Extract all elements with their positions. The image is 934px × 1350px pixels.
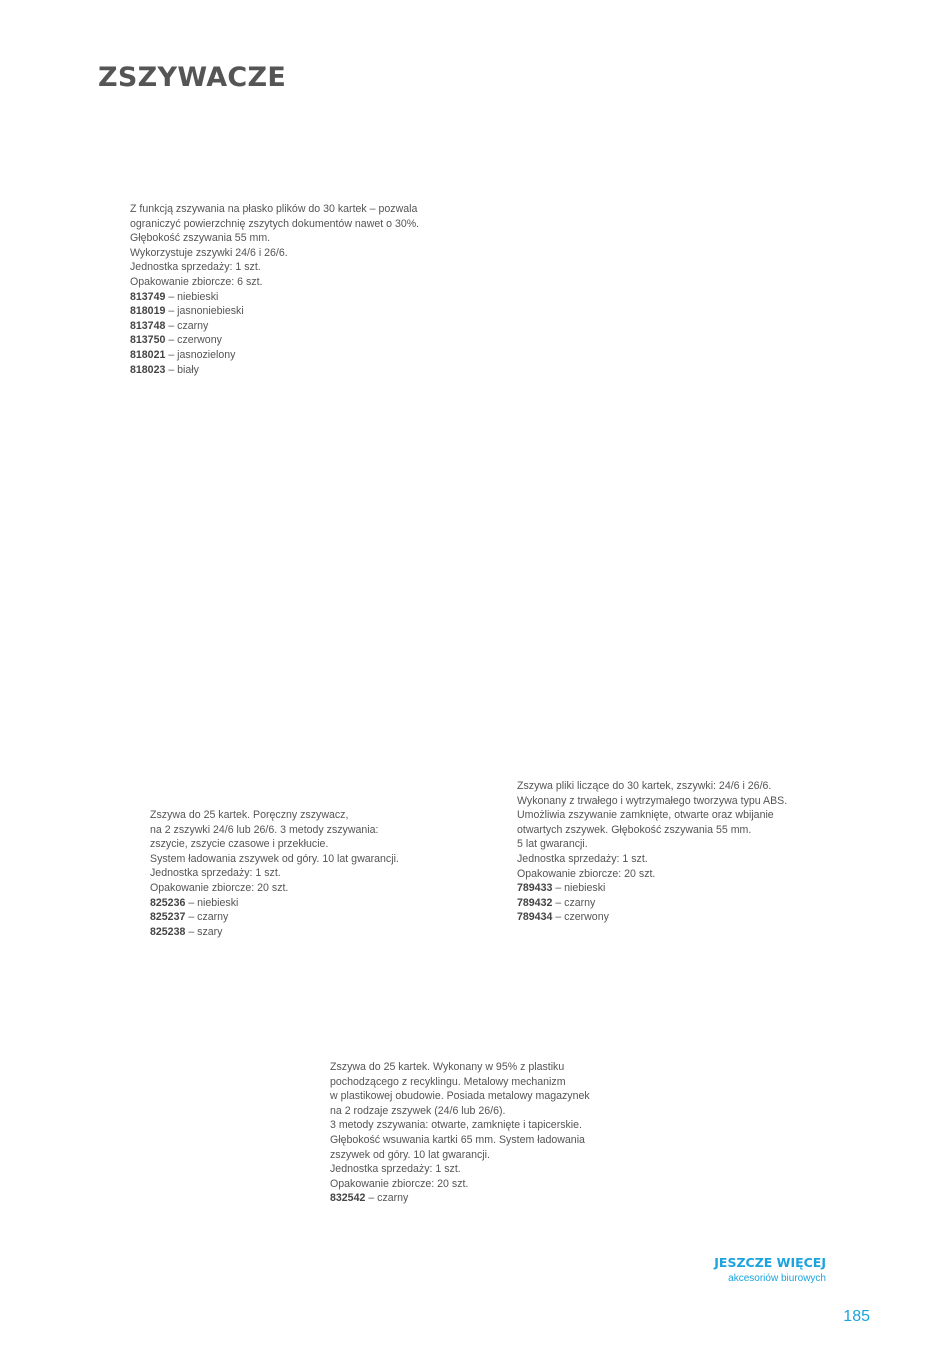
description-line: Jednostka sprzedaży: 1 szt. (517, 852, 648, 865)
page-number: 185 (843, 1308, 870, 1325)
product-code: 789432 (517, 896, 553, 909)
variant-item: 818019 – jasnoniebieski (130, 304, 419, 319)
variant-color: – jasnoniebieski (168, 305, 244, 318)
product-code: 825236 (150, 896, 186, 909)
description-line: Zszywa pliki liczące do 30 kartek, zszyw… (517, 780, 772, 792)
description-line: System ładowania zszywek od góry. 10 lat… (150, 852, 399, 865)
variant-color: – szary (188, 925, 223, 938)
product-code: 813748 (130, 319, 166, 332)
description-line: otwartych zszywek. Głębokość zszywania 5… (517, 823, 752, 836)
variant-color: – czerwony (168, 334, 222, 347)
description-line: Jednostka sprzedaży: 1 szt. (130, 261, 261, 274)
product-description-4: Zszywa do 25 kartek. Wykonany w 95% z pl… (330, 1060, 590, 1206)
product-description-3: Zszywa do 25 kartek. Poręczny zszywacz, … (150, 808, 399, 939)
variant-item: 813749 – niebieski (130, 290, 419, 305)
description-line: 3 metody zszywania: otwarte, zamknięte i… (330, 1119, 582, 1132)
description-line: Wykorzystuje zszywki 24/6 i 26/6. (130, 246, 288, 259)
description-line: Opakowanie zbiorcze: 6 szt. (130, 275, 263, 288)
product-code: 818023 (130, 363, 166, 376)
description-line: Głębokość wsuwania kartki 65 mm. System … (330, 1133, 585, 1146)
description-line: Opakowanie zbiorcze: 20 szt. (517, 867, 656, 880)
variant-item: 813750 – czerwony (130, 333, 419, 348)
description-line: zszywek od góry. 10 lat gwarancji. (330, 1148, 490, 1161)
variant-item: 813748 – czarny (130, 319, 419, 334)
page-title: ZSZYWACZE (98, 62, 287, 93)
description-line: pochodzącego z recyklingu. Metalowy mech… (330, 1075, 566, 1088)
product-code: 789433 (517, 882, 553, 895)
description-line: Zszywa do 25 kartek. Wykonany w 95% z pl… (330, 1061, 565, 1073)
description-line: na 2 rodzaje zszywek (24/6 lub 26/6). (330, 1104, 506, 1117)
product-code: 825238 (150, 925, 186, 938)
description-line: Umożliwia zszywanie zamknięte, otwarte o… (517, 809, 774, 822)
description-line: Wykonany z trwałego i wytrzymałego tworz… (517, 794, 788, 807)
product-code: 832542 (330, 1192, 366, 1205)
description-line: Z funkcją zszywania na płasko plików do … (130, 203, 418, 215)
variant-color: – czarny (168, 319, 209, 332)
description-line: 5 lat gwarancji. (517, 838, 588, 851)
variant-item: 832542 – czarny (330, 1191, 590, 1206)
variant-color: – biały (168, 363, 199, 376)
variant-color: – niebieski (168, 290, 219, 303)
description-line: Opakowanie zbiorcze: 20 szt. (330, 1177, 469, 1190)
more-accessories-link[interactable]: JESZCZE WIĘCEJ (714, 1255, 826, 1270)
description-line: zszycie, zszycie czasowe i przekłucie. (150, 838, 329, 851)
description-line: w plastikowej obudowie. Posiada metalowy… (330, 1090, 590, 1103)
more-accessories-subtitle: akcesoriów biurowych (728, 1273, 826, 1284)
product-code: 813749 (130, 290, 166, 303)
variant-color: – czarny (555, 896, 596, 909)
variant-color: – niebieski (188, 896, 239, 909)
description-line: na 2 zszywki 24/6 lub 26/6. 3 metody zsz… (150, 823, 379, 836)
product-code: 825237 (150, 911, 186, 924)
variant-item: 818023 – biały (130, 363, 419, 378)
variant-item: 789433 – niebieski (517, 881, 787, 896)
product-code: 813750 (130, 334, 166, 347)
product-description-1: Z funkcją zszywania na płasko plików do … (130, 202, 419, 377)
variant-color: – niebieski (555, 882, 606, 895)
variant-color: – czarny (368, 1192, 409, 1205)
variant-item: 818021 – jasnozielony (130, 348, 419, 363)
variant-color: – jasnozielony (168, 348, 236, 361)
variant-color: – czerwony (555, 911, 609, 924)
product-description-2: Zszywa pliki liczące do 30 kartek, zszyw… (517, 779, 787, 925)
variant-item: 825238 – szary (150, 925, 399, 940)
description-line: Głębokość zszywania 55 mm. (130, 232, 271, 245)
variant-item: 789434 – czerwony (517, 910, 787, 925)
description-line: Zszywa do 25 kartek. Poręczny zszywacz, (150, 809, 349, 821)
variant-item: 825236 – niebieski (150, 896, 399, 911)
product-code: 818021 (130, 348, 166, 361)
product-code: 818019 (130, 305, 166, 318)
description-line: ograniczyć powierzchnię zszytych dokumen… (130, 217, 420, 230)
variant-item: 825237 – czarny (150, 910, 399, 925)
product-code: 789434 (517, 911, 553, 924)
description-line: Opakowanie zbiorcze: 20 szt. (150, 881, 289, 894)
variant-color: – czarny (188, 911, 229, 924)
variant-item: 789432 – czarny (517, 896, 787, 911)
description-line: Jednostka sprzedaży: 1 szt. (330, 1163, 461, 1176)
description-line: Jednostka sprzedaży: 1 szt. (150, 867, 281, 880)
